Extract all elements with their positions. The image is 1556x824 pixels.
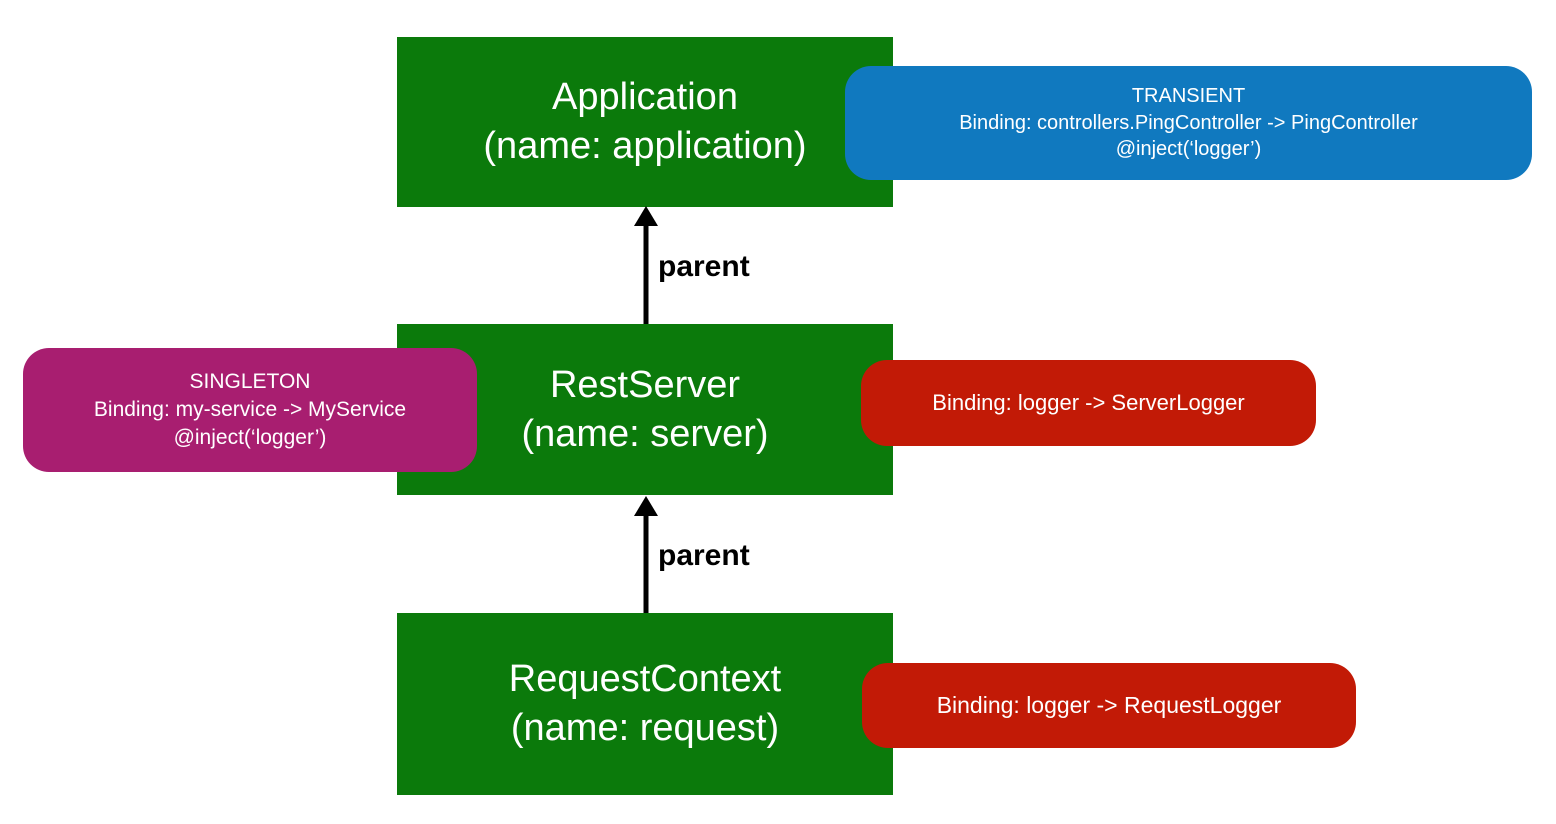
context-title-application: Application <box>552 76 738 119</box>
badge-transient-binding[interactable]: TRANSIENT Binding: controllers.PingContr… <box>845 66 1532 180</box>
context-box-server[interactable]: RestServer (name: server) <box>397 324 893 495</box>
arrow-head-icon <box>634 206 658 226</box>
context-subtitle-application: (name: application) <box>483 125 807 167</box>
badge-singleton-binding[interactable]: SINGLETON Binding: my-service -> MyServi… <box>23 348 477 472</box>
badge-server-logger-binding[interactable]: Binding: logger -> ServerLogger <box>861 360 1316 446</box>
arrow-shaft <box>643 512 649 613</box>
context-title-request: RequestContext <box>508 658 782 701</box>
context-subtitle-server: (name: server) <box>521 412 769 455</box>
context-box-application[interactable]: Application (name: application) <box>397 37 893 207</box>
context-title-server: RestServer <box>549 363 741 406</box>
badge-scope-singleton: SINGLETON <box>189 370 311 394</box>
badge-binding-server-logger: Binding: logger -> ServerLogger <box>932 390 1245 416</box>
badge-binding-singleton: Binding: my-service -> MyService <box>93 398 407 422</box>
parent-arrow-request-to-server <box>634 496 658 613</box>
context-box-request[interactable]: RequestContext (name: request) <box>397 613 893 795</box>
arrow-shaft <box>643 222 649 324</box>
parent-arrow-server-to-application <box>634 206 658 324</box>
edge-label-parent-1: parent <box>658 250 750 283</box>
badge-binding-request-logger: Binding: logger -> RequestLogger <box>936 692 1282 719</box>
badge-request-logger-binding[interactable]: Binding: logger -> RequestLogger <box>862 663 1356 748</box>
arrow-head-icon <box>634 496 658 516</box>
context-subtitle-request: (name: request) <box>510 707 780 749</box>
badge-inject-transient: @inject(‘logger’) <box>1115 138 1262 161</box>
edge-label-parent-2: parent <box>658 539 750 572</box>
badge-binding-transient: Binding: controllers.PingController -> P… <box>959 111 1418 134</box>
badge-inject-singleton: @inject(‘logger’) <box>173 425 327 449</box>
badge-scope-transient: TRANSIENT <box>1131 85 1246 108</box>
